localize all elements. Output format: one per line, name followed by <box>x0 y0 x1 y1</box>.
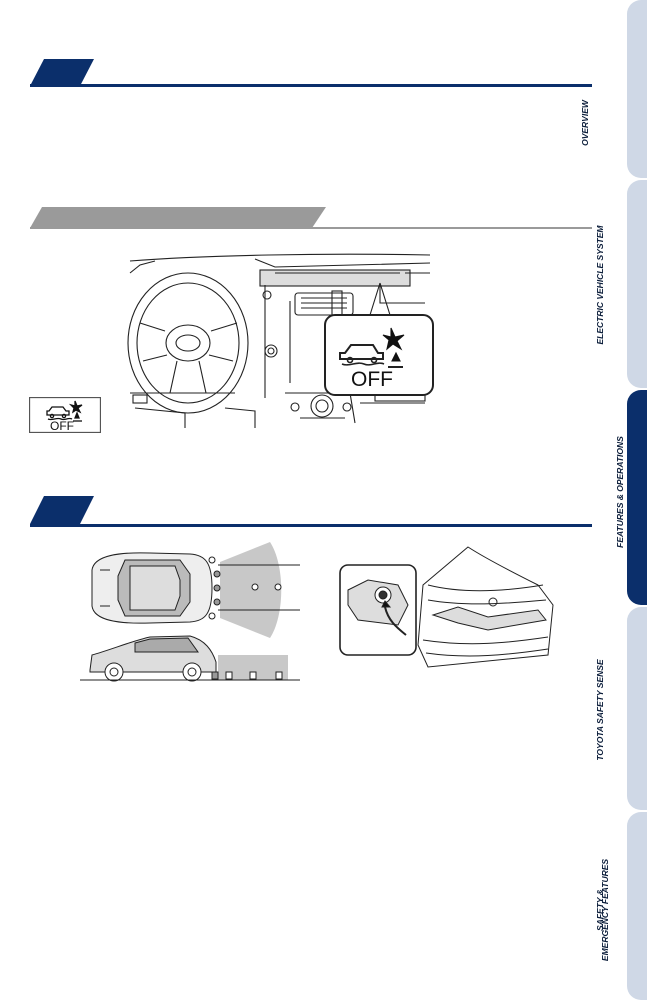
tab-safety-label-2: EMERGENCY FEATURES <box>600 858 610 962</box>
section-header-1-bar <box>30 59 592 87</box>
tab-tss-label: TOYOTA SAFETY SENSE <box>595 659 605 761</box>
tab-safety-emergency-features[interactable] <box>627 812 647 1000</box>
sensor-zone-drawing <box>80 542 300 682</box>
traction-off-icon-box: OFF <box>28 396 102 434</box>
section-header-3-bar <box>30 496 592 527</box>
dashboard-drawing: OFF <box>127 253 434 428</box>
section-header-3 <box>30 494 592 529</box>
tab-overview[interactable] <box>627 0 647 178</box>
tab-ev-system-label: ELECTRIC VEHICLE SYSTEM <box>595 225 605 345</box>
side-tab-bar <box>627 0 647 1000</box>
tab-features-label: FEATURES & OPERATIONS <box>615 436 625 548</box>
section-header-2-bar <box>30 207 592 229</box>
rear-bumper-illustration <box>338 545 558 675</box>
tab-electric-vehicle-system[interactable] <box>627 180 647 388</box>
slip-indicator-icon: OFF <box>28 396 102 434</box>
section-header-1 <box>30 55 592 90</box>
side-icon-off-text: OFF <box>50 419 74 433</box>
dash-callout-off-text: OFF <box>351 368 393 391</box>
sensor-topview-illustration <box>80 540 300 685</box>
section-header-2 <box>30 205 592 231</box>
dashboard-illustration: OFF <box>125 243 435 433</box>
tab-overview-label: OVERVIEW <box>580 100 590 146</box>
tab-toyota-safety-sense[interactable] <box>627 607 647 810</box>
tab-features-operations[interactable] <box>627 390 647 605</box>
rear-sensor-drawing <box>339 546 554 668</box>
